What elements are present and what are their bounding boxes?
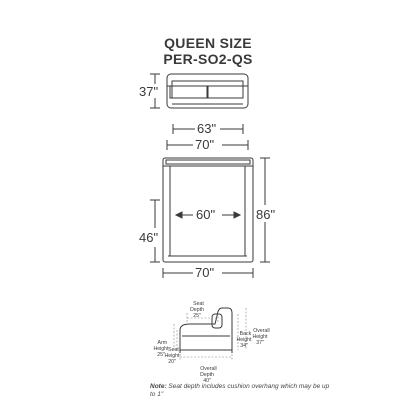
label-depth-46: 46" — [139, 230, 158, 245]
dim-height-37 — [150, 73, 160, 109]
label-mattress-60: 60" — [196, 207, 215, 222]
dim-mattress-60 — [174, 211, 242, 219]
note-label: Note: — [150, 383, 167, 390]
title-model: PER-SO2-QS — [163, 51, 253, 67]
label-width-70-bottom: 70" — [195, 265, 214, 280]
bed-top-view — [162, 157, 254, 263]
dim-width-63 — [172, 124, 244, 134]
dim-width-70-bottom — [162, 268, 254, 278]
side-view-dimension-lines — [173, 308, 247, 360]
label-length-86: 86" — [256, 207, 275, 222]
sofa-side-view — [179, 307, 233, 353]
note-text: Seat depth includes cushion overhang whi… — [150, 383, 330, 398]
label-width-70-top: 70" — [195, 137, 214, 152]
label-width-63: 63" — [197, 121, 216, 136]
dim-length-86 — [260, 157, 270, 263]
dim-depth-46 — [150, 199, 160, 263]
sofa-front-view — [166, 73, 249, 109]
label-height-37: 37" — [139, 84, 158, 99]
title-size: QUEEN SIZE — [164, 35, 252, 51]
dim-width-70-top — [166, 140, 249, 150]
seat-depth-note: Note: Seat depth includes cushion overha… — [150, 383, 330, 399]
